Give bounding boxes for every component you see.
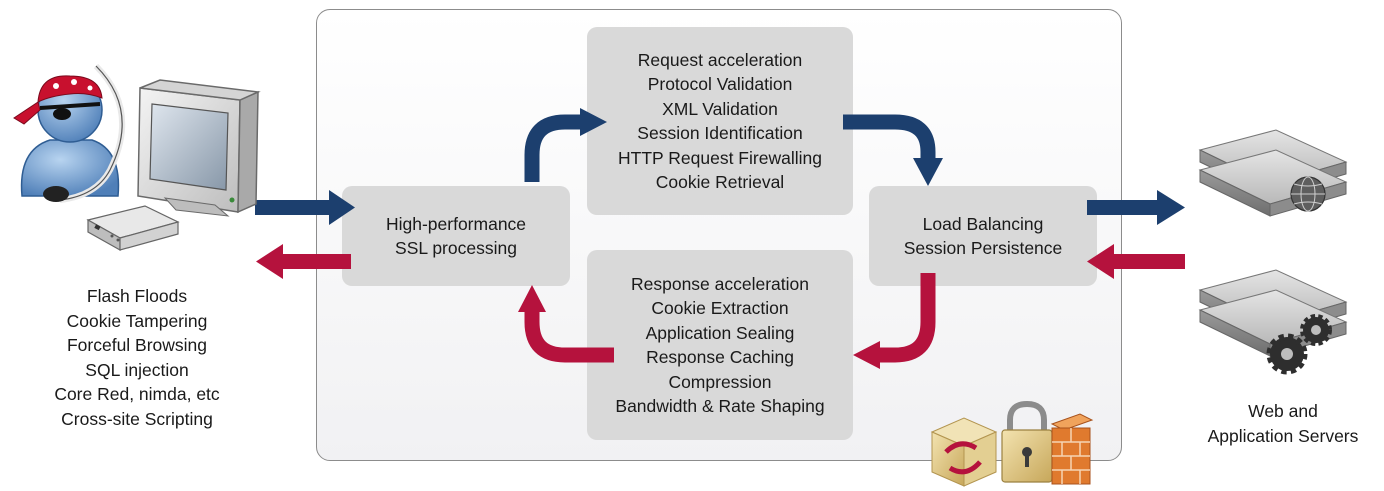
request-to-lb-curved-arrow — [843, 114, 943, 186]
lb-to-response-curved-arrow — [853, 273, 936, 369]
response-to-ssl-curved-arrow — [518, 285, 614, 363]
attacker-computer-icon — [137, 79, 261, 217]
threat-list: Flash Floods Cookie Tampering Forceful B… — [30, 284, 244, 431]
padlock-icon — [1001, 400, 1053, 483]
inbound-response-arrow-from-servers — [1087, 244, 1185, 279]
hacker-figure-icon — [13, 63, 126, 203]
ssl-to-request-curved-arrow — [524, 108, 607, 182]
threat-item: Forceful Browsing — [66, 335, 208, 355]
outbound-response-arrow-to-client — [256, 244, 351, 279]
ssl-processing-box: High-performance SSL processing — [342, 186, 570, 286]
servers-caption: Web and Application Servers — [1188, 399, 1378, 448]
servers-caption-line: Web and — [1248, 401, 1318, 421]
ssl-line: SSL processing — [395, 238, 517, 258]
threat-item: Core Red, nimda, etc — [54, 384, 220, 404]
lb-line: Load Balancing — [922, 213, 1044, 234]
threat-item: Cross-site Scripting — [61, 408, 213, 429]
response-line: Compression — [668, 371, 772, 392]
response-line: Cookie Extraction — [651, 298, 789, 318]
request-line: HTTP Request Firewalling — [618, 147, 822, 168]
lb-line: Session Persistence — [903, 238, 1063, 258]
response-line: Bandwidth & Rate Shaping — [615, 396, 825, 416]
modem-icon — [86, 205, 180, 252]
request-line: Session Identification — [637, 123, 803, 143]
request-line: Protocol Validation — [647, 74, 793, 94]
load-balancing-box: Load Balancing Session Persistence — [869, 186, 1097, 286]
servers-caption-line: Application Servers — [1207, 425, 1359, 446]
response-line: Response acceleration — [630, 273, 810, 294]
gear-icon — [1266, 314, 1332, 375]
request-line: XML Validation — [662, 98, 778, 119]
globe-icon — [1290, 176, 1326, 212]
ssl-line: High-performance — [385, 213, 527, 234]
response-line: Application Sealing — [645, 322, 795, 343]
inbound-request-arrow — [255, 190, 355, 225]
response-line: Response Caching — [646, 347, 794, 367]
threat-item: Cookie Tampering — [66, 310, 208, 331]
request-line: Cookie Retrieval — [655, 172, 785, 192]
acceleration-cube-icon — [930, 417, 998, 487]
firewall-icon — [1050, 413, 1094, 485]
request-acceleration-box: Request acceleration Protocol Validation… — [587, 27, 853, 215]
request-line: Request acceleration — [637, 49, 803, 70]
outbound-request-arrow — [1087, 190, 1185, 225]
threat-item: SQL injection — [85, 359, 189, 380]
web-server-icon — [1198, 129, 1348, 217]
threat-item: Flash Floods — [86, 286, 188, 306]
response-acceleration-box: Response acceleration Cookie Extraction … — [587, 250, 853, 440]
